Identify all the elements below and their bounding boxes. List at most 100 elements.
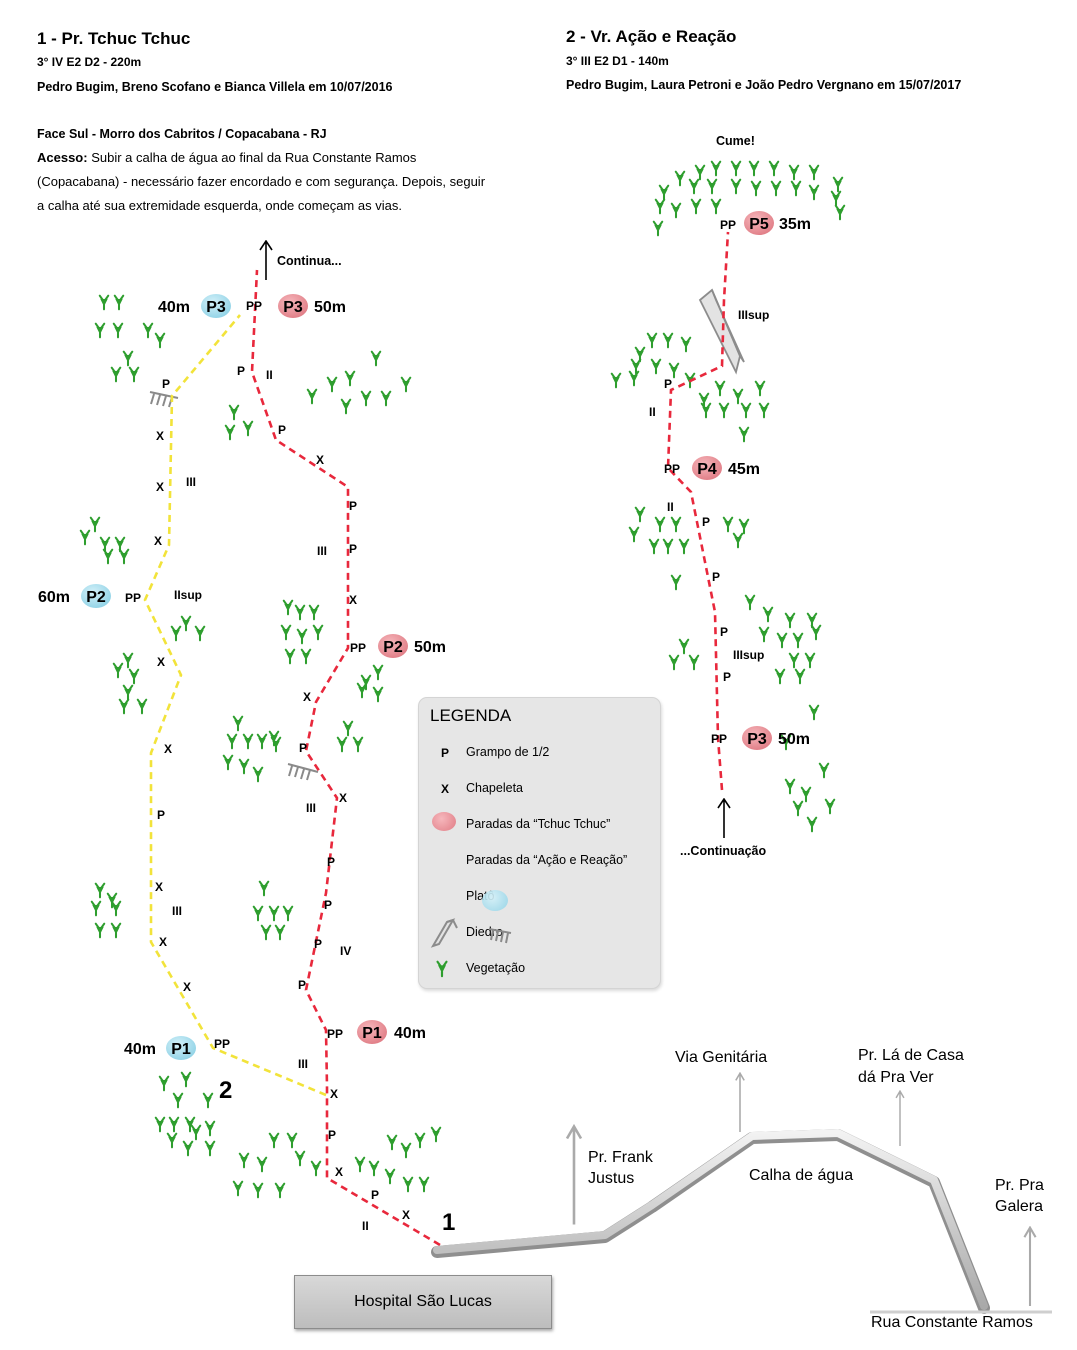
arrow-up-icon — [565, 1125, 583, 1226]
station-icon — [81, 584, 111, 608]
vegetation-icon — [282, 599, 294, 616]
vegetation-icon — [166, 1132, 178, 1149]
vegetation-icon — [732, 388, 744, 405]
station-icon — [166, 1036, 196, 1060]
route-marks: PP P P X P P X PP X P X P P P P PP X P X… — [125, 218, 736, 1222]
piton-icon: P — [299, 741, 307, 755]
bolt-icon: X — [183, 980, 191, 994]
vegetation-icon — [296, 628, 308, 645]
station-length: 40m — [124, 1041, 156, 1058]
route-label-pra-galera: Pr. Pra — [995, 1177, 1044, 1194]
route-label-la-de-casa: Pr. Lá de Casa — [858, 1047, 964, 1064]
station-label: P1 — [171, 1041, 191, 1058]
piton-icon: PP — [664, 462, 680, 476]
vegetation-icon — [260, 924, 272, 941]
vegetation-icon — [168, 1116, 180, 1133]
bolt-icon: X — [339, 791, 347, 805]
vegetation-icon — [112, 662, 124, 679]
station-length: 35m — [779, 216, 811, 233]
vegetation-icon — [89, 516, 101, 533]
route2-grade: 3° III E2 D1 - 140m — [566, 54, 669, 68]
station-length: 40m — [158, 299, 190, 316]
legend-label: Paradas da “Tchuc Tchuc” — [466, 817, 611, 831]
vegetation-icon — [172, 1092, 184, 1109]
vegetation-icon — [94, 882, 106, 899]
vegetation-icon — [274, 924, 286, 941]
station-length: 50m — [778, 731, 810, 748]
station-icon — [432, 812, 456, 831]
plato-icon — [488, 928, 512, 944]
vegetation-icon — [770, 180, 782, 197]
vegetation-icon — [128, 668, 140, 685]
vegetation-icon — [154, 1116, 166, 1133]
vegetation-icon — [300, 648, 312, 665]
legend-panel: LEGENDA P Grampo de 1/2 X Chapeleta Para… — [418, 697, 661, 989]
vegetation-icon — [284, 648, 296, 665]
vegetation-icon — [690, 198, 702, 215]
vegetation-icon — [808, 184, 820, 201]
station-mid-p2: P2 50m — [378, 634, 446, 658]
vegetation-icon — [670, 516, 682, 533]
legend-label: Chapeleta — [466, 781, 523, 795]
bolt-icon: X — [164, 742, 172, 756]
grade-label: III — [317, 544, 327, 558]
vegetation-icon — [356, 682, 368, 699]
vegetation-icon — [754, 380, 766, 397]
route-label-genitaria: Via Genitária — [675, 1049, 767, 1066]
grade-label: II — [667, 500, 674, 514]
vegetation-icon — [238, 1152, 250, 1169]
piton-icon: PP — [711, 732, 727, 746]
station-icon — [742, 726, 772, 750]
station-mid-p1: P1 40m — [357, 1020, 426, 1044]
vegetation-icon — [402, 1176, 414, 1193]
vegetation-icon — [776, 632, 788, 649]
vegetation-icon — [386, 1134, 398, 1151]
piton-icon: P — [702, 515, 710, 529]
bolt-icon: X — [154, 534, 162, 548]
piton-icon: P — [349, 542, 357, 556]
grade-label: III — [172, 904, 182, 918]
piton-icon: P — [664, 377, 672, 391]
vegetation-icon — [224, 424, 236, 441]
continua-label: Continua... — [277, 254, 342, 268]
station-label: P5 — [749, 216, 769, 233]
vegetation-icon — [418, 1176, 430, 1193]
vegetation-icon — [790, 180, 802, 197]
station-right-p3: P3 50m — [742, 726, 810, 750]
vegetation-icon — [380, 390, 392, 407]
diedro-icon — [698, 288, 745, 375]
station-icon — [357, 1020, 387, 1044]
arrow-up-icon — [1023, 1226, 1037, 1306]
vegetation-icon — [180, 1071, 192, 1088]
vegetation-icon — [654, 198, 666, 215]
piton-icon: P — [712, 570, 720, 584]
route2-authors: Pedro Bugim, Laura Petroni e João Pedro … — [566, 78, 962, 92]
vegetation-icon — [122, 684, 134, 701]
vegetation-icon — [384, 1168, 396, 1185]
vegetation-icon — [768, 160, 780, 177]
piton-icon: P — [324, 898, 332, 912]
vegetation-icon — [202, 1092, 214, 1109]
vegetation-icon — [784, 778, 796, 795]
vegetation-icon — [804, 652, 816, 669]
piton-icon: P — [349, 499, 357, 513]
vegetation-icon — [256, 1156, 268, 1173]
piton-icon: P — [720, 625, 728, 639]
vegetation-icon — [128, 366, 140, 383]
vegetation-icon — [280, 624, 292, 641]
bolt-icon: X — [349, 593, 357, 607]
vegetation-icon — [628, 526, 640, 543]
piton-icon: PP — [214, 1037, 230, 1051]
vegetation-icon — [730, 160, 742, 177]
vegetation-icon — [714, 380, 726, 397]
vegetation-icon — [122, 350, 134, 367]
vegetation-icon — [204, 1120, 216, 1137]
legend-title: LEGENDA — [430, 706, 512, 725]
grade-label: II — [266, 368, 273, 382]
piton-icon: P — [723, 670, 731, 684]
vegetation-icon — [710, 160, 722, 177]
vegetation-icon — [154, 332, 166, 349]
piton-icon: P — [278, 423, 286, 437]
vegetation-icon — [372, 686, 384, 703]
bolt-icon: X — [159, 935, 167, 949]
